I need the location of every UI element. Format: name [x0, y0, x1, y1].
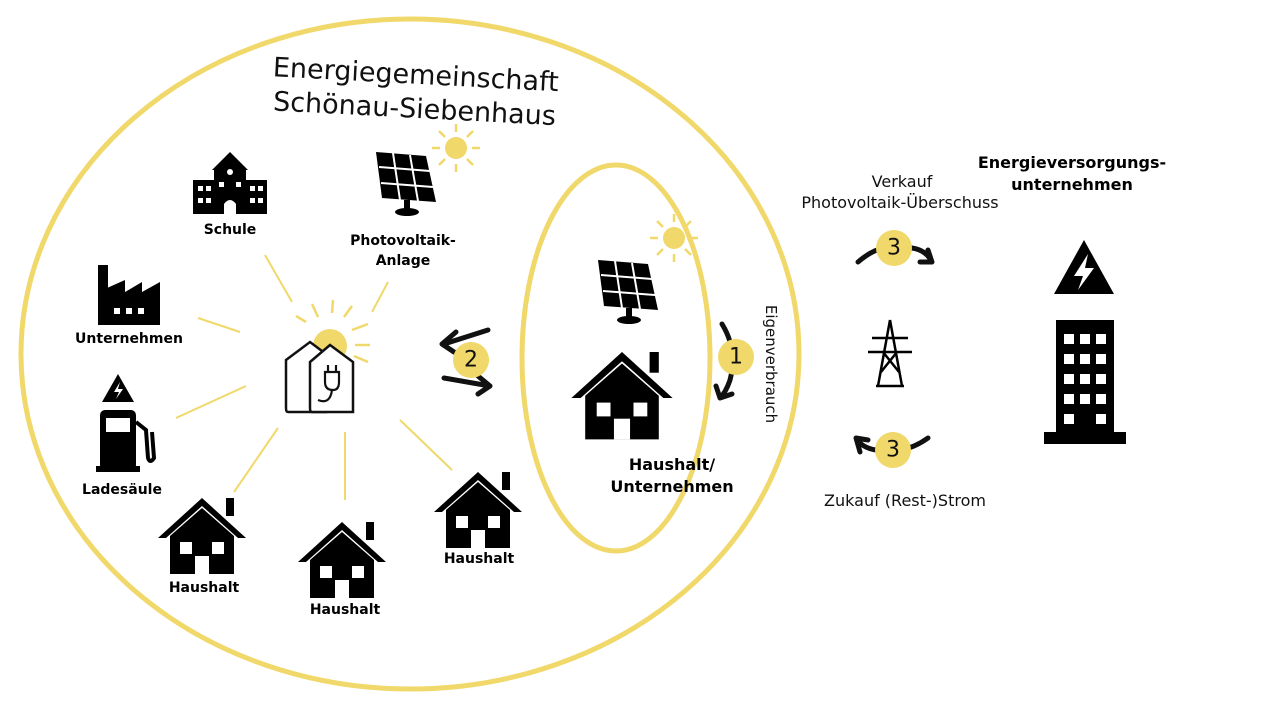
step-1-number: 1 — [729, 345, 743, 370]
company-label: Unternehmen — [75, 331, 183, 347]
step-3-top-number: 3 — [887, 236, 901, 261]
utility-label-line2: unternehmen — [1011, 175, 1133, 194]
pv-label-line1: Photovoltaik- — [350, 233, 456, 249]
self-consumption-arrow-icon — [713, 321, 736, 401]
house-icon — [434, 472, 522, 548]
community-hub-icon — [284, 299, 370, 414]
school-label: Schule — [204, 222, 257, 238]
sell-label-line1: Verkauf — [872, 172, 933, 191]
office-building-icon — [1044, 320, 1126, 444]
community-boundary — [18, 16, 802, 692]
step-3-bottom-number: 3 — [886, 438, 900, 463]
house1-label: Haushalt — [169, 580, 240, 596]
school-icon — [193, 152, 267, 214]
solar-panel-icon — [375, 151, 437, 217]
high-voltage-icon — [1054, 240, 1114, 294]
sell-label-line2: Photovoltaik-Überschuss — [801, 193, 998, 212]
connector-lines — [175, 254, 453, 500]
house-icon — [158, 498, 246, 574]
charging-station-icon — [96, 374, 157, 472]
household-boundary — [519, 162, 713, 554]
sun-icon — [430, 122, 482, 174]
utility-label-line1: Energieversorgungs- — [978, 153, 1166, 172]
step-badge-1 — [718, 339, 754, 375]
step-badge-3-top — [876, 230, 912, 266]
step-2-number: 2 — [464, 348, 478, 373]
house-icon — [298, 522, 386, 598]
buy-label: Zukauf (Rest-)Strom — [824, 491, 986, 510]
inner-label-line1: Haushalt/ — [629, 455, 715, 474]
sun-icon — [648, 212, 700, 264]
charging-label: Ladesäule — [82, 482, 162, 498]
solar-panel-icon — [597, 259, 659, 325]
inner-label-line2: Unternehmen — [610, 477, 733, 496]
house-icon — [571, 352, 673, 440]
house2-label: Haushalt — [310, 602, 381, 618]
pv-label-line2: Anlage — [376, 253, 431, 269]
self-consumption-label: Eigenverbrauch — [762, 305, 780, 423]
exchange-arrows-icon — [439, 327, 493, 397]
factory-icon — [98, 265, 160, 325]
power-pylon-icon — [868, 319, 912, 388]
step-badge-2 — [453, 342, 489, 378]
house3-label: Haushalt — [444, 551, 515, 567]
step-badge-3-bottom — [875, 432, 911, 468]
